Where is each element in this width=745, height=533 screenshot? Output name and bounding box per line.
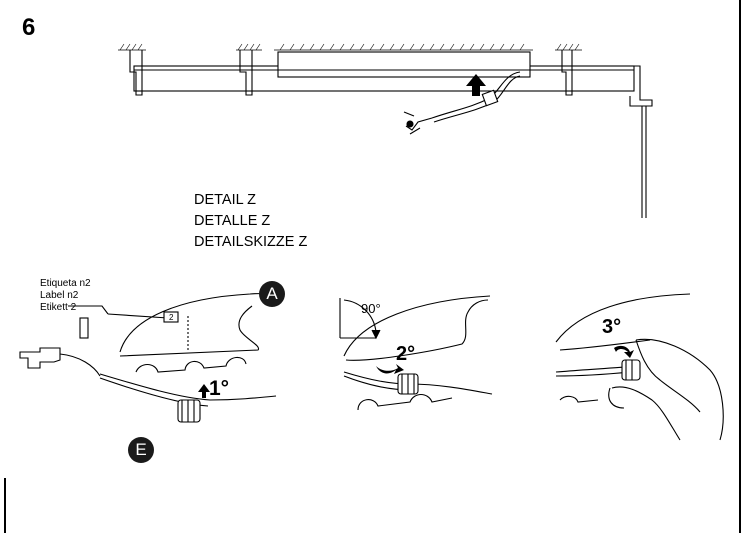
step-1-label: 1° bbox=[209, 377, 230, 400]
label-note-en: Label n2 bbox=[40, 290, 79, 301]
label-note-de: Etikett 2 bbox=[40, 302, 77, 313]
label-tag: 2 bbox=[169, 313, 174, 322]
fixture-rail bbox=[129, 50, 653, 218]
detail-line-es: DETALLE Z bbox=[194, 213, 271, 229]
angle-label: 90° bbox=[361, 301, 381, 316]
detail-line-en: DETAIL Z bbox=[194, 192, 257, 208]
detail-line-de: DETAILSKIZZE Z bbox=[194, 234, 308, 250]
label-note-es: Etiqueta n2 bbox=[40, 278, 91, 289]
page-border-left bbox=[4, 478, 6, 533]
rotate-arrow-icon-2 bbox=[614, 345, 634, 358]
page-border-right bbox=[739, 0, 741, 533]
callout-a: A bbox=[259, 281, 285, 307]
step-number: 6 bbox=[22, 14, 36, 41]
detail-2 bbox=[339, 295, 493, 411]
rotate-arrow-icon bbox=[376, 364, 404, 374]
step-2-label: 2° bbox=[396, 343, 416, 365]
step-3-label: 3° bbox=[602, 316, 622, 338]
connector-cable bbox=[403, 71, 521, 135]
ceiling-hatch-marks bbox=[119, 43, 580, 51]
detail-caption: DETAIL Z DETALLE Z DETAILSKIZZE Z bbox=[194, 190, 307, 253]
arrow-up-small-icon bbox=[198, 384, 210, 398]
detail-3 bbox=[555, 293, 724, 441]
arrow-up-icon bbox=[466, 74, 486, 96]
callout-e: E bbox=[128, 437, 154, 463]
label-note: Etiqueta n2 Label n2 Etikett 2 bbox=[40, 278, 91, 314]
